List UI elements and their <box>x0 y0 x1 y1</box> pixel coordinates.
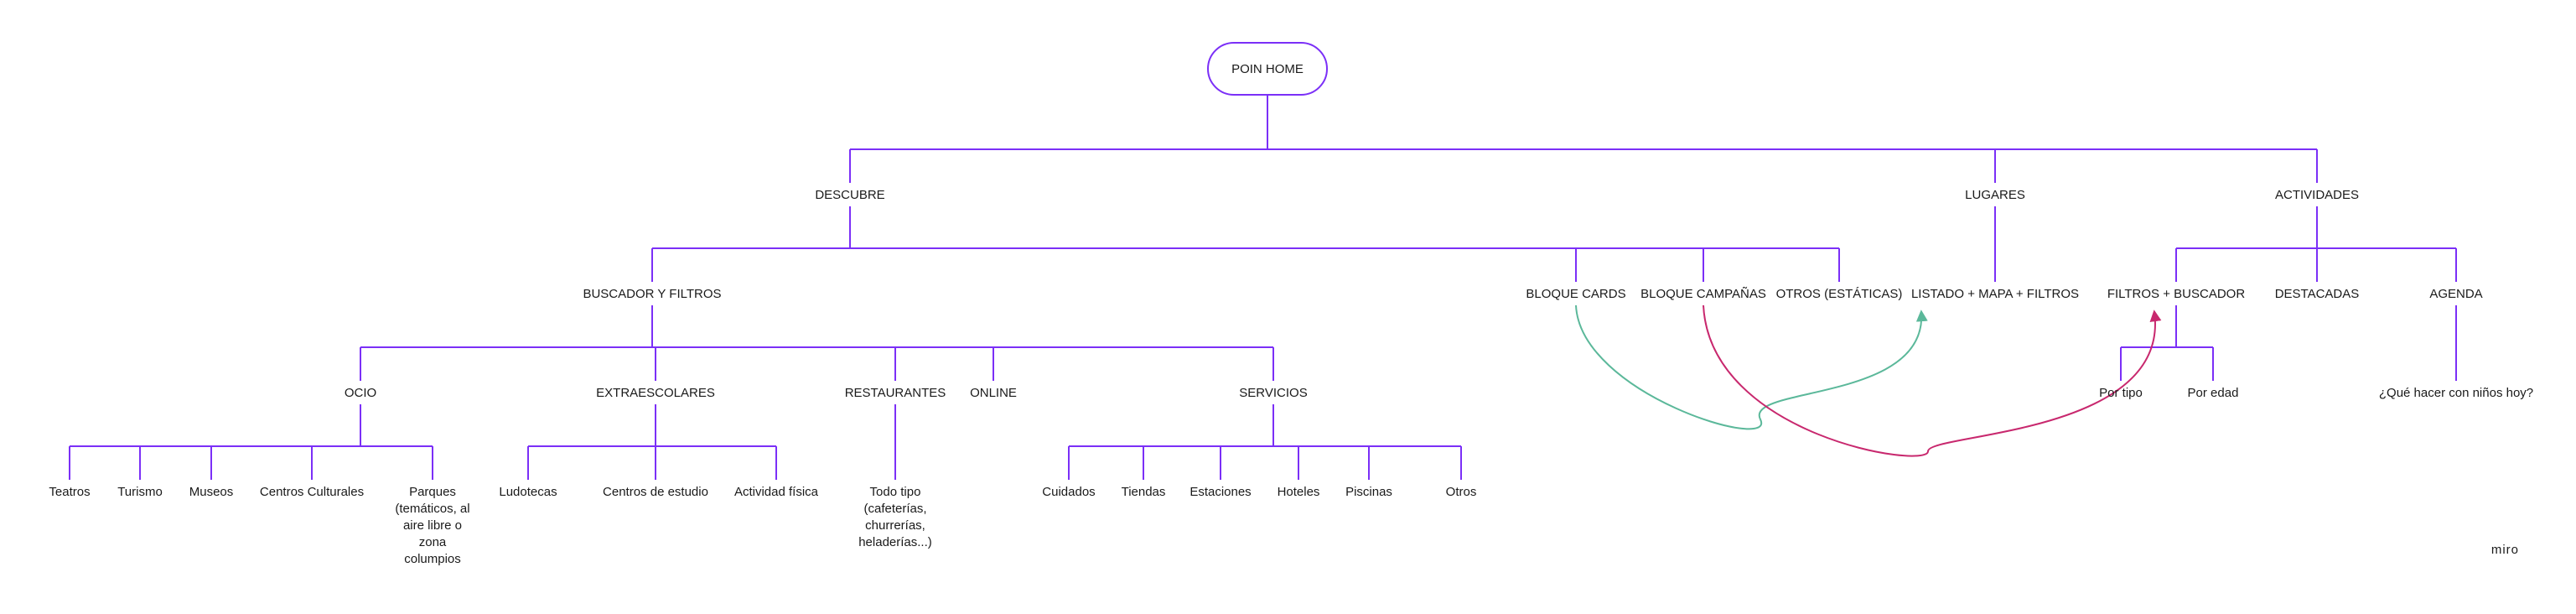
node-por-edad-line: Por edad <box>2188 386 2239 400</box>
node-piscinas[interactable]: Piscinas <box>1345 485 1392 499</box>
node-todo-tipo-line: heladerías...) <box>858 535 932 549</box>
node-teatros-line: Teatros <box>49 485 90 499</box>
node-buscador[interactable]: BUSCADOR Y FILTROS <box>583 287 721 301</box>
node-otros-estaticas[interactable]: OTROS (ESTÁTICAS) <box>1776 287 1903 301</box>
node-centros-culturales[interactable]: Centros Culturales <box>260 485 364 499</box>
node-turismo[interactable]: Turismo <box>117 485 163 499</box>
node-parques-line: Parques <box>409 485 456 499</box>
node-bloque-cards[interactable]: BLOQUE CARDS <box>1526 287 1625 301</box>
node-ludotecas[interactable]: Ludotecas <box>499 485 557 499</box>
node-servicios[interactable]: SERVICIOS <box>1239 386 1307 400</box>
node-parques-line: aire libre o <box>403 518 462 533</box>
node-servicios-line: SERVICIOS <box>1239 386 1307 400</box>
node-turismo-line: Turismo <box>117 485 163 499</box>
node-parques[interactable]: Parques (temáticos, al aire libre o zona col… <box>395 485 469 566</box>
node-actividad-fisica-line: Actividad física <box>734 485 819 499</box>
node-parques-line: (temáticos, al <box>395 502 469 516</box>
node-todo-tipo-line: Todo tipo <box>870 485 921 499</box>
node-tiendas[interactable]: Tiendas <box>1122 485 1166 499</box>
node-destacadas[interactable]: DESTACADAS <box>2275 287 2360 301</box>
node-bloque-cards-line: BLOQUE CARDS <box>1526 287 1625 301</box>
node-por-tipo-line: Por tipo <box>2099 386 2143 400</box>
node-filtros-buscador-line: FILTROS + BUSCADOR <box>2107 287 2246 301</box>
node-cuidados[interactable]: Cuidados <box>1042 485 1095 499</box>
miro-logo: miro <box>2491 543 2519 557</box>
node-extraescolares-line: EXTRAESCOLARES <box>596 386 715 400</box>
node-piscinas-line: Piscinas <box>1345 485 1392 499</box>
node-todo-tipo-line: churrerías, <box>865 518 925 533</box>
node-actividades[interactable]: ACTIVIDADES <box>2275 188 2359 202</box>
node-ocio[interactable]: OCIO <box>345 386 376 400</box>
cross-link-bloque-cards-to-listado <box>1575 304 1928 430</box>
root-node-box[interactable] <box>1207 42 1328 96</box>
node-filtros-buscador[interactable]: FILTROS + BUSCADOR <box>2107 287 2246 301</box>
connectors <box>69 95 2457 480</box>
node-listado-line: LISTADO + MAPA + FILTROS <box>1911 287 2079 301</box>
node-online-line: ONLINE <box>970 386 1017 400</box>
node-centros-culturales-line: Centros Culturales <box>260 485 364 499</box>
nodes: DESCUBRE LUGARES ACTIVIDADES BUSCADOR Y FIL… <box>49 188 2533 566</box>
node-hoteles-line: Hoteles <box>1278 485 1320 499</box>
node-actividad-fisica[interactable]: Actividad física <box>734 485 819 499</box>
node-todo-tipo[interactable]: Todo tipo (cafeterías, churrerías, heladerí… <box>858 485 932 549</box>
node-otros[interactable]: Otros <box>1446 485 1477 499</box>
node-por-edad[interactable]: Por edad <box>2188 386 2239 400</box>
node-ocio-line: OCIO <box>345 386 376 400</box>
node-por-tipo[interactable]: Por tipo <box>2099 386 2143 400</box>
node-extraescolares[interactable]: EXTRAESCOLARES <box>596 386 715 400</box>
node-actividades-line: ACTIVIDADES <box>2275 188 2359 202</box>
node-restaurantes-line: RESTAURANTES <box>845 386 946 400</box>
node-lugares-line: LUGARES <box>1965 188 2025 202</box>
node-ludotecas-line: Ludotecas <box>499 485 557 499</box>
cross-links <box>1575 304 2162 457</box>
node-que-hacer[interactable]: ¿Qué hacer con niños hoy? <box>2379 386 2533 400</box>
node-agenda[interactable]: AGENDA <box>2429 287 2482 301</box>
node-centros-estudio[interactable]: Centros de estudio <box>603 485 708 499</box>
node-buscador-line: BUSCADOR Y FILTROS <box>583 287 721 301</box>
cross-link-bloque-campanas-to-filtros-buscador <box>1703 304 2162 457</box>
node-online[interactable]: ONLINE <box>970 386 1017 400</box>
node-descubre[interactable]: DESCUBRE <box>815 188 884 202</box>
node-restaurantes[interactable]: RESTAURANTES <box>845 386 946 400</box>
node-museos-line: Museos <box>189 485 234 499</box>
node-todo-tipo-line: (cafeterías, <box>863 502 926 516</box>
node-otros-line: Otros <box>1446 485 1477 499</box>
node-estaciones[interactable]: Estaciones <box>1190 485 1251 499</box>
node-listado[interactable]: LISTADO + MAPA + FILTROS <box>1911 287 2079 301</box>
node-descubre-line: DESCUBRE <box>815 188 884 202</box>
node-parques-line: columpios <box>404 552 461 566</box>
node-estaciones-line: Estaciones <box>1190 485 1251 499</box>
node-hoteles[interactable]: Hoteles <box>1278 485 1320 499</box>
node-centros-estudio-line: Centros de estudio <box>603 485 708 499</box>
node-destacadas-line: DESTACADAS <box>2275 287 2360 301</box>
node-que-hacer-line: ¿Qué hacer con niños hoy? <box>2379 386 2533 400</box>
node-otros-estaticas-line: OTROS (ESTÁTICAS) <box>1776 287 1903 301</box>
root-node-label: POIN HOME <box>1231 62 1304 76</box>
node-agenda-line: AGENDA <box>2429 287 2482 301</box>
node-cuidados-line: Cuidados <box>1042 485 1095 499</box>
node-lugares[interactable]: LUGARES <box>1965 188 2025 202</box>
node-tiendas-line: Tiendas <box>1122 485 1166 499</box>
node-teatros[interactable]: Teatros <box>49 485 90 499</box>
node-bloque-campanas-line: BLOQUE CAMPAÑAS <box>1640 287 1766 301</box>
node-bloque-campanas[interactable]: BLOQUE CAMPAÑAS <box>1640 287 1766 301</box>
node-parques-line: zona <box>419 535 447 549</box>
node-museos[interactable]: Museos <box>189 485 234 499</box>
